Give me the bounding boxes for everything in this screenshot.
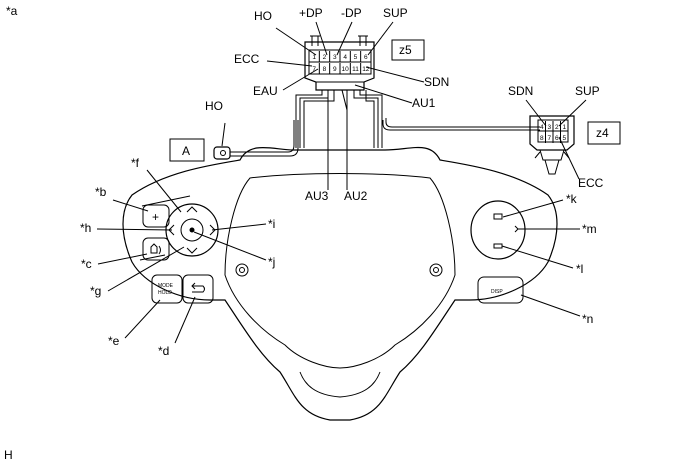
volume-up-button[interactable] bbox=[142, 204, 170, 228]
mode-label: MODE bbox=[158, 283, 174, 289]
talk-icon bbox=[514, 225, 519, 233]
signal-plus-dp: +DP bbox=[299, 6, 323, 20]
callout-m: *m bbox=[582, 222, 597, 236]
callout-box-a bbox=[169, 138, 205, 162]
telephone-switch[interactable] bbox=[470, 200, 526, 260]
chevron-down-icon bbox=[186, 247, 198, 254]
signal-minus-dp: -DP bbox=[341, 6, 362, 20]
enter-dot-icon bbox=[189, 227, 195, 233]
enter-button[interactable] bbox=[180, 218, 204, 242]
figure-id: *a bbox=[6, 4, 18, 18]
pin-number: 9 bbox=[333, 66, 337, 73]
callout-j: *j bbox=[268, 255, 275, 269]
pin-number: 2 bbox=[323, 54, 327, 61]
disp-button[interactable] bbox=[477, 276, 524, 304]
z5-leaders bbox=[266, 21, 425, 104]
signal-sdn: SDN bbox=[424, 75, 449, 89]
volume-up-label: + bbox=[152, 210, 159, 224]
disp-label: DISP bbox=[491, 289, 503, 295]
pin-number: 4 bbox=[540, 124, 544, 131]
signal-sup: SUP bbox=[383, 6, 408, 20]
pin-number: 5 bbox=[562, 135, 566, 142]
footer-mark: H bbox=[4, 448, 13, 462]
signal-ecc: ECC bbox=[234, 52, 260, 66]
back-button[interactable] bbox=[182, 274, 214, 304]
signal-au3: AU3 bbox=[305, 189, 329, 203]
callout-i: *i bbox=[268, 217, 275, 231]
callout-n: *n bbox=[582, 312, 593, 326]
z4-leaders bbox=[525, 99, 587, 180]
pin-number: 11 bbox=[352, 66, 359, 73]
signal-au1: AU1 bbox=[412, 96, 436, 110]
wire-harness bbox=[230, 89, 540, 190]
voice-icon bbox=[150, 243, 161, 255]
pin-number: 8 bbox=[323, 66, 327, 73]
callout-e: *e bbox=[108, 334, 120, 348]
back-arrow-icon bbox=[191, 282, 205, 293]
callout-f: *f bbox=[131, 156, 140, 170]
callouts-right: *i *j *k *m *l *n bbox=[193, 192, 597, 326]
chevron-up-icon bbox=[186, 206, 198, 213]
callout-c: *c bbox=[81, 257, 92, 271]
pin-number: 4 bbox=[343, 54, 347, 61]
z4-signal-sup: SUP bbox=[575, 84, 600, 98]
right-switch-cluster: DISP bbox=[470, 200, 526, 304]
steering-wheel bbox=[122, 146, 558, 421]
pin-number: 7 bbox=[312, 66, 316, 73]
callout-b: *b bbox=[95, 185, 107, 199]
callout-l: *l bbox=[576, 262, 583, 276]
callout-d: *d bbox=[158, 344, 169, 358]
signal-au2: AU2 bbox=[344, 189, 368, 203]
callouts-left: *f *b *h *c *g *e *d bbox=[80, 156, 196, 358]
pin-number: 3 bbox=[333, 54, 337, 61]
pin-number: 10 bbox=[342, 66, 350, 73]
pin-number: 3 bbox=[547, 124, 551, 131]
left-switch-cluster: + MODE HOLD bbox=[142, 203, 219, 304]
z5-label: z5 bbox=[399, 43, 412, 57]
harness-ho-label: HO bbox=[205, 99, 223, 113]
z4-box bbox=[587, 121, 621, 145]
hold-label: HOLD bbox=[158, 290, 172, 296]
pin-number: 1 bbox=[562, 124, 566, 131]
signal-eau: EAU bbox=[253, 84, 278, 98]
signal-ho: HO bbox=[254, 9, 272, 23]
callout-h: *h bbox=[80, 221, 91, 235]
pin-number: 6 bbox=[364, 54, 368, 61]
on-hook-icon bbox=[493, 243, 503, 249]
z5-box bbox=[391, 39, 425, 61]
pin-number: 6 bbox=[555, 135, 559, 142]
voice-button[interactable] bbox=[142, 237, 170, 261]
callout-k: *k bbox=[566, 192, 578, 206]
pin-number: 1 bbox=[312, 54, 316, 61]
ho-plug bbox=[213, 122, 231, 160]
callout-box-a-label: A bbox=[182, 144, 190, 158]
z4-signal-sdn: SDN bbox=[508, 84, 533, 98]
callout-g: *g bbox=[90, 284, 101, 298]
z4-label: z4 bbox=[596, 126, 609, 140]
off-hook-icon bbox=[493, 213, 503, 220]
pin-number: 5 bbox=[354, 54, 358, 61]
z4-signal-ecc: ECC bbox=[578, 176, 604, 190]
mode-hold-button[interactable] bbox=[151, 274, 183, 304]
pin-number: 8 bbox=[540, 135, 544, 142]
pin-number: 7 bbox=[547, 135, 551, 142]
pin-number: 2 bbox=[555, 124, 559, 131]
pin-number: 12 bbox=[362, 66, 370, 73]
